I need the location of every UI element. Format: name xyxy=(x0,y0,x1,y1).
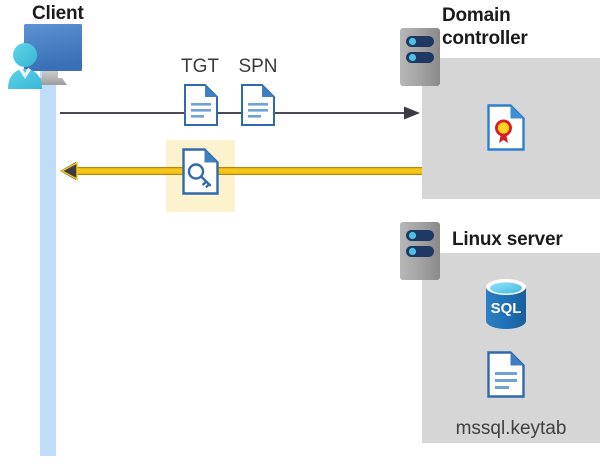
certificate-document-icon xyxy=(487,104,525,151)
page-title-client: Client xyxy=(32,3,84,24)
response-arrow-left xyxy=(60,161,422,181)
linux-server-rack-icon xyxy=(400,222,440,280)
sql-database-label: SQL xyxy=(491,300,522,317)
page-title-domain-controller: Domain controller xyxy=(442,4,600,50)
domain-controller-title-line1: Domain xyxy=(442,5,511,26)
keytab-filename-label: mssql.keytab xyxy=(455,418,567,439)
page-title-linux-server: Linux server xyxy=(452,229,563,250)
client-lifeline xyxy=(40,68,56,456)
ticket-document-key-icon xyxy=(182,148,219,195)
keytab-document-icon xyxy=(487,351,525,398)
domain-controller-server-rack-icon xyxy=(400,28,440,86)
tgt-document-icon xyxy=(184,84,218,126)
sql-database-icon: SQL xyxy=(483,278,529,330)
domain-controller-title-line2: controller xyxy=(442,28,528,49)
spn-document-icon xyxy=(241,84,275,126)
tgt-label: TGT xyxy=(181,56,219,77)
request-arrow-right xyxy=(60,104,420,122)
spn-label: SPN xyxy=(238,56,278,77)
client-icon xyxy=(6,24,98,90)
